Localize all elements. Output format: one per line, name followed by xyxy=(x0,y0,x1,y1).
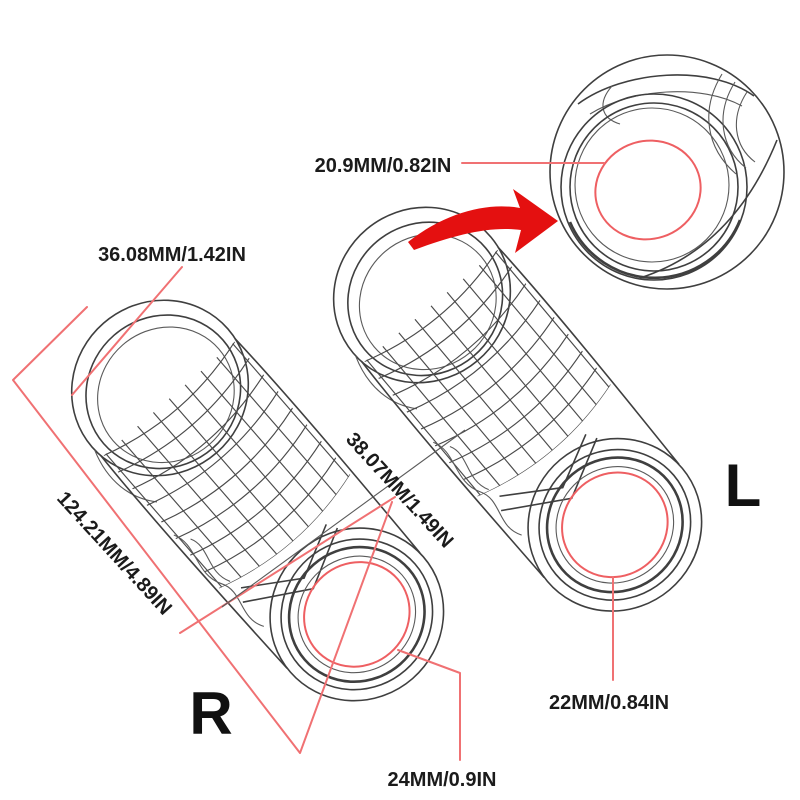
label-flange-od: 36.08MM/1.42IN xyxy=(98,244,246,266)
zoom-arrow-icon xyxy=(408,189,558,253)
label-r-end-id: 24MM/0.9IN xyxy=(388,769,497,791)
detail-zoom-circle xyxy=(549,54,785,290)
marker-r: R xyxy=(189,680,232,747)
label-bar-bore-id: 20.9MM/0.82IN xyxy=(315,155,452,177)
bore-highlight-ellipse xyxy=(594,139,702,241)
label-overall-length: 124.21MM/4.89IN xyxy=(52,488,176,620)
grip-l-drawing xyxy=(294,171,739,651)
leader-flange-od xyxy=(71,266,183,396)
marker-l: L xyxy=(725,452,762,519)
label-l-end-id: 22MM/0.84IN xyxy=(549,692,669,714)
dimension-overall-length xyxy=(12,306,393,754)
leader-end-od xyxy=(179,496,396,634)
construction-line xyxy=(221,429,466,608)
leader-r-end-id xyxy=(397,649,461,761)
